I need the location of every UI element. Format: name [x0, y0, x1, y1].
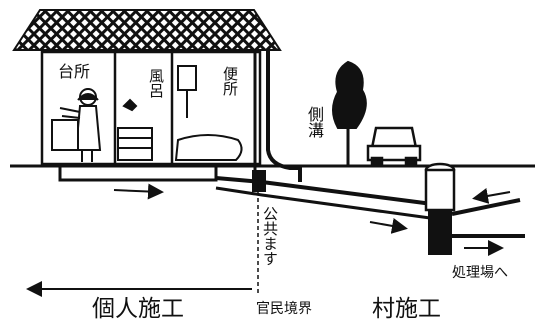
downspout-pipe: [266, 50, 302, 182]
bath-label: 風呂: [147, 68, 165, 98]
tree: [332, 60, 367, 165]
village-work-label: 村施工: [372, 296, 441, 322]
public-basin: [252, 170, 266, 192]
gutter-label: 側溝: [305, 106, 324, 138]
cook-figure: [51, 88, 102, 162]
house-roof: [12, 9, 282, 51]
toilet-label: 便所: [221, 66, 239, 96]
manhole: [424, 162, 456, 255]
bath-items: [117, 98, 153, 161]
car: [366, 126, 422, 168]
private-work-label: 個人施工: [92, 296, 184, 322]
pipe-right-upper: [451, 198, 521, 216]
house-drain: [58, 166, 218, 182]
house: [12, 9, 302, 182]
flow-arrow: [113, 183, 164, 200]
boundary-label: 官民境界: [256, 301, 312, 317]
sewer-pipe-lower: [215, 186, 431, 220]
toilet-items: [174, 65, 243, 161]
public-basin-label: 公共ます: [261, 206, 279, 266]
treatment-plant-label: 処理場へ: [452, 265, 508, 281]
flow-arrow: [472, 188, 511, 204]
flow-arrow: [369, 218, 408, 234]
sewer-pipe-upper: [215, 176, 441, 207]
kitchen-label: 台所: [58, 62, 91, 81]
